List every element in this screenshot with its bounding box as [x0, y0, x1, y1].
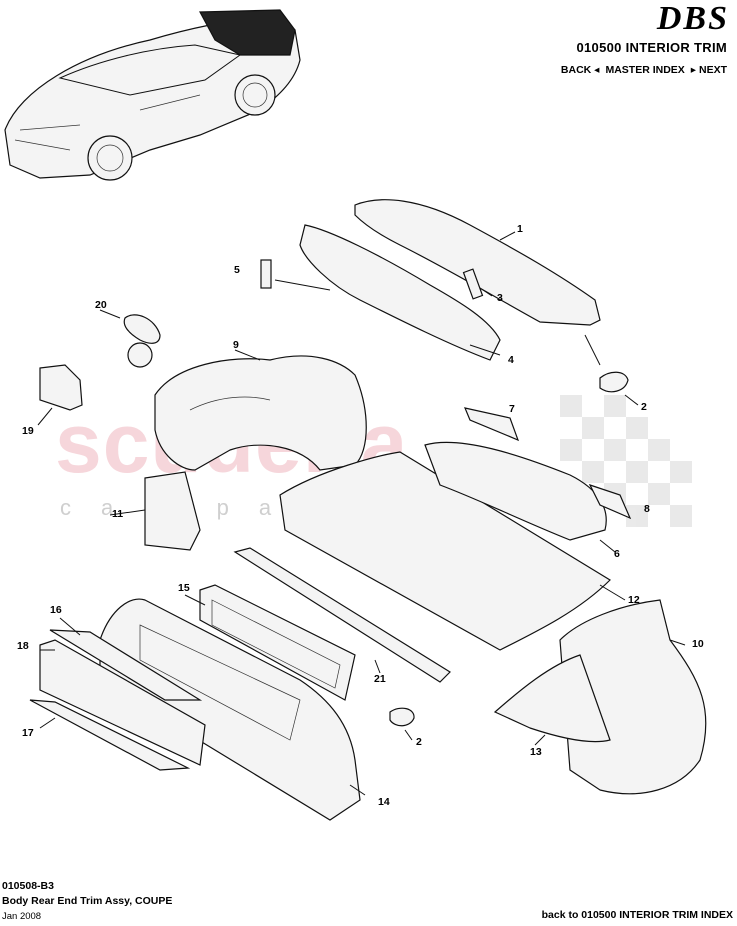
- part-9-side-trim: [154, 355, 367, 471]
- callout-13[interactable]: 13: [530, 746, 542, 758]
- callout-19[interactable]: 19: [22, 425, 34, 437]
- callout-2-upper[interactable]: 2: [641, 401, 647, 413]
- callout-12[interactable]: 12: [628, 594, 640, 606]
- brand-logo: DBS: [657, 0, 729, 38]
- part-21-roller: [233, 547, 451, 683]
- part-18-liner: [39, 639, 206, 766]
- part-7-strip: [464, 407, 520, 442]
- drawing-title: Body Rear End Trim Assy, COUPE: [2, 895, 173, 907]
- drawing-code: 010508-B3: [2, 880, 54, 892]
- callout-9[interactable]: 9: [233, 339, 239, 351]
- car-thumbnail: [4, 9, 301, 181]
- callout-4[interactable]: 4: [508, 354, 514, 366]
- part-2-fastener-upper: [599, 371, 629, 393]
- callout-8[interactable]: 8: [644, 503, 650, 515]
- section-title: 010500 INTERIOR TRIM: [576, 40, 727, 55]
- callout-7[interactable]: 7: [509, 403, 515, 415]
- back-link[interactable]: BACK ◂: [560, 64, 600, 76]
- next-link[interactable]: ▸ NEXT: [690, 64, 727, 76]
- part-1-parcel-shelf: [354, 199, 601, 326]
- callout-1[interactable]: 1: [517, 223, 523, 235]
- callout-14[interactable]: 14: [378, 796, 390, 808]
- part-12-floor: [279, 451, 611, 651]
- nav-bar: BACK ◂ MASTER INDEX ▸ NEXT: [561, 64, 727, 76]
- part-17-liner: [29, 699, 191, 771]
- callout-21[interactable]: 21: [374, 673, 386, 685]
- drawing-date: Jan 2008: [2, 911, 42, 922]
- callout-17[interactable]: 17: [22, 727, 34, 739]
- callout-15[interactable]: 15: [178, 582, 190, 594]
- part-13-panel: [493, 654, 611, 743]
- part-10-quarter-panel: [559, 599, 707, 795]
- part-11-box: [144, 471, 201, 551]
- part-14-side-panel: [99, 598, 361, 821]
- part-19-bracket: [39, 364, 83, 411]
- callout-11[interactable]: 11: [112, 508, 124, 520]
- leader-lines: [37, 309, 546, 796]
- part-2-fastener-lower: [389, 707, 415, 727]
- part-16-piece: [49, 629, 203, 701]
- callout-10[interactable]: 10: [692, 638, 704, 650]
- brand-text: DBS: [656, 0, 729, 37]
- callout-20[interactable]: 20: [95, 299, 107, 311]
- part-20-grommet: [123, 314, 161, 344]
- callout-2-lower[interactable]: 2: [416, 736, 422, 748]
- part-8-strip: [588, 483, 632, 520]
- master-index-link[interactable]: MASTER INDEX: [605, 64, 685, 76]
- callout-6[interactable]: 6: [614, 548, 620, 560]
- callout-16[interactable]: 16: [50, 604, 62, 616]
- part-3-clip: [462, 268, 484, 300]
- part-5-stud: [260, 259, 272, 289]
- callout-5[interactable]: 5: [234, 264, 240, 276]
- part-4-shelf-support: [299, 224, 501, 361]
- back-to-index-link[interactable]: back to 010500 INTERIOR TRIM INDEX: [541, 909, 733, 921]
- callout-18[interactable]: 18: [17, 640, 29, 652]
- callout-3[interactable]: 3: [497, 292, 503, 304]
